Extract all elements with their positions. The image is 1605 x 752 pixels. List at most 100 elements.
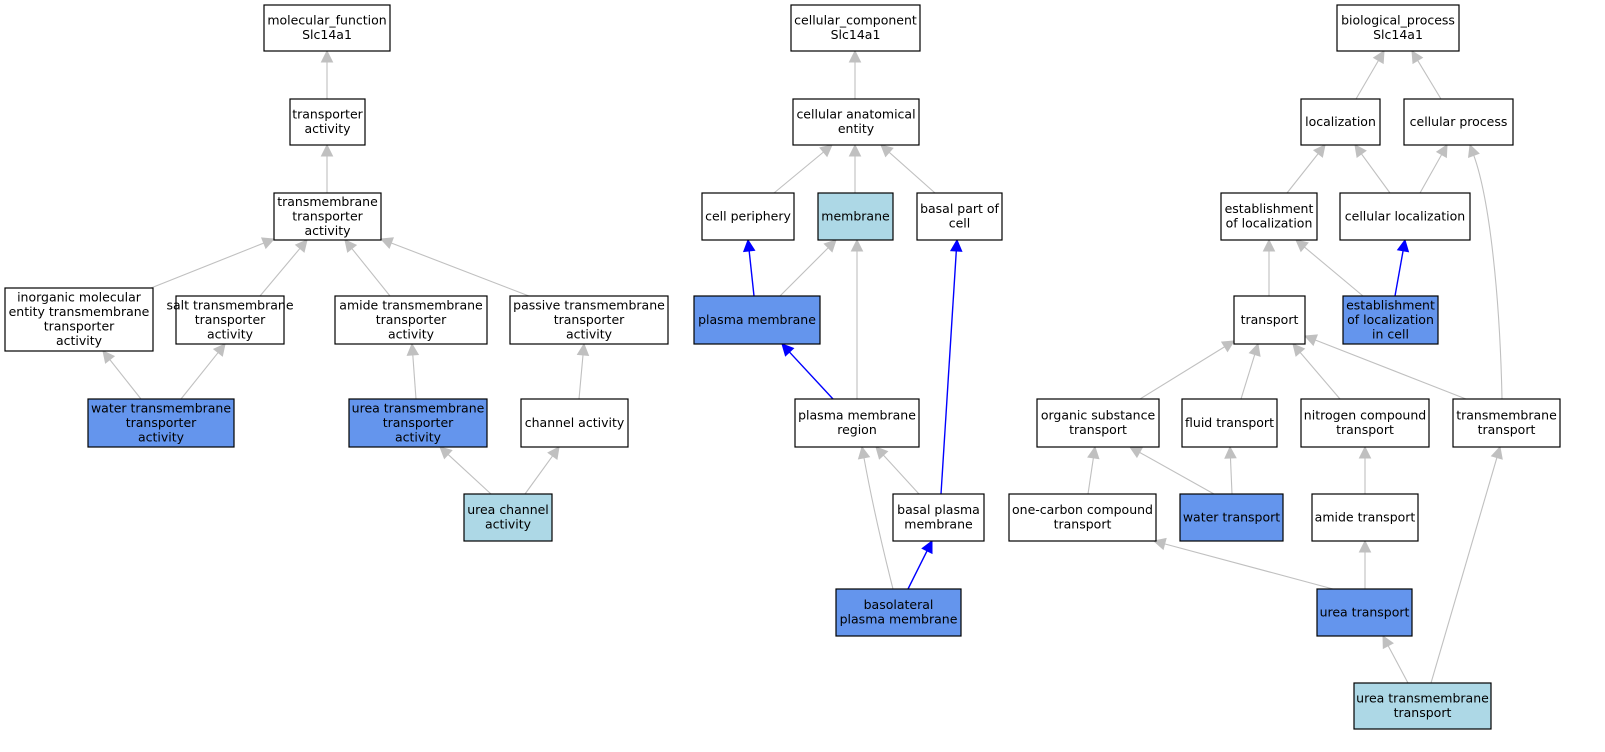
arrowhead <box>857 445 871 460</box>
edge-transporter_activity-to-mf_root <box>320 49 334 99</box>
arrowhead <box>1152 537 1167 551</box>
arrowhead <box>1358 539 1372 553</box>
edge-urea_transmembrane_transport-to-urea_transport <box>1382 635 1409 684</box>
edge-inorganic_tm_activity-to-tm_transporter_activity <box>150 237 276 289</box>
edge-line <box>351 248 391 297</box>
node-label-line: water transmembrane <box>91 400 231 415</box>
arrowhead <box>1248 342 1261 357</box>
node-urea-transport[interactable]: urea transport <box>1316 588 1413 637</box>
node-fluid-transport[interactable]: fluid transport <box>1181 398 1278 448</box>
node-box <box>693 295 821 345</box>
edge-line <box>888 151 936 194</box>
node-label-line: amide transmembrane <box>339 297 483 312</box>
node-label-line: one-carbon compound <box>1012 502 1153 517</box>
node-box <box>1300 98 1381 146</box>
node-cell-periphery[interactable]: cell periphery <box>701 192 795 241</box>
node-localization[interactable]: localization <box>1300 98 1381 146</box>
node-amide-transport[interactable]: amide transport <box>1311 493 1419 542</box>
node-label-line: establishment <box>1225 201 1314 216</box>
edge-cellular_anatomical_entity-to-cc_root <box>848 49 862 99</box>
node-membrane[interactable]: membrane <box>817 192 894 241</box>
edge-plasma_membrane-to-membrane <box>779 239 837 297</box>
arrowhead <box>1292 343 1306 357</box>
arrowhead <box>781 343 795 357</box>
node-label-line: transporter <box>292 208 363 223</box>
edge-cellular_localization-to-localization <box>1354 144 1391 194</box>
node-label-line: cell <box>949 216 971 231</box>
node-box <box>263 4 391 52</box>
node-label-line: molecular_function <box>267 13 386 28</box>
edge-line <box>788 351 834 400</box>
node-label-line: plasma membrane <box>840 612 958 627</box>
node-label-line: establishment <box>1346 297 1435 312</box>
edge-transport-to-establishment_of_localization <box>1262 238 1276 296</box>
edge-passive_tm_activity-to-tm_transporter_activity <box>379 237 530 297</box>
node-cellular-localization[interactable]: cellular localization <box>1339 192 1471 241</box>
edge-line <box>447 454 492 495</box>
node-label-line: activity <box>388 326 435 341</box>
arrowhead <box>576 342 590 357</box>
edge-line <box>940 250 958 495</box>
node-label-line: passive transmembrane <box>513 297 665 312</box>
node-plasma-membrane[interactable]: plasma membrane <box>693 295 821 345</box>
node-label-line: plasma membrane <box>798 408 916 423</box>
node-box <box>463 493 553 542</box>
edge-plasma_membrane_region-to-membrane <box>850 238 864 399</box>
node-water-transport[interactable]: water transport <box>1179 493 1284 542</box>
node-label-line: activity <box>485 517 532 532</box>
arrowhead <box>742 238 756 253</box>
node-label-line: organic substance <box>1041 408 1156 423</box>
node-label-line: Slc14a1 <box>302 27 352 42</box>
arrowhead <box>406 342 420 356</box>
edge-line <box>109 359 142 400</box>
node-box <box>1316 588 1413 637</box>
edge-layer <box>102 49 1503 684</box>
node-cellular-process[interactable]: cellular process <box>1403 98 1514 146</box>
node-label-line: transporter <box>292 107 363 122</box>
arrowhead <box>1435 144 1448 159</box>
edge-water_transport-to-fluid_transport <box>1224 445 1237 495</box>
node-label-line: transporter <box>376 312 447 327</box>
node-label-line: transport <box>1054 517 1112 532</box>
node-label-line: transporter <box>195 312 266 327</box>
edge-plasma_membrane-to-cell_periphery <box>742 238 756 297</box>
node-label-line: basal part of <box>920 201 999 216</box>
node-box <box>916 192 1003 241</box>
node-label-line: inorganic molecular <box>17 290 142 305</box>
node-label-line: transport <box>1069 422 1127 437</box>
arrowhead <box>1468 143 1480 158</box>
arrowhead <box>320 143 334 157</box>
arrowhead <box>547 446 560 461</box>
arrowhead <box>921 539 933 555</box>
node-box <box>792 98 920 146</box>
arrowhead <box>875 446 889 460</box>
node-box <box>892 493 985 542</box>
node-transport[interactable]: transport <box>1233 295 1306 345</box>
node-label-line: plasma membrane <box>698 312 816 327</box>
node-channel-activity[interactable]: channel activity <box>520 398 629 448</box>
